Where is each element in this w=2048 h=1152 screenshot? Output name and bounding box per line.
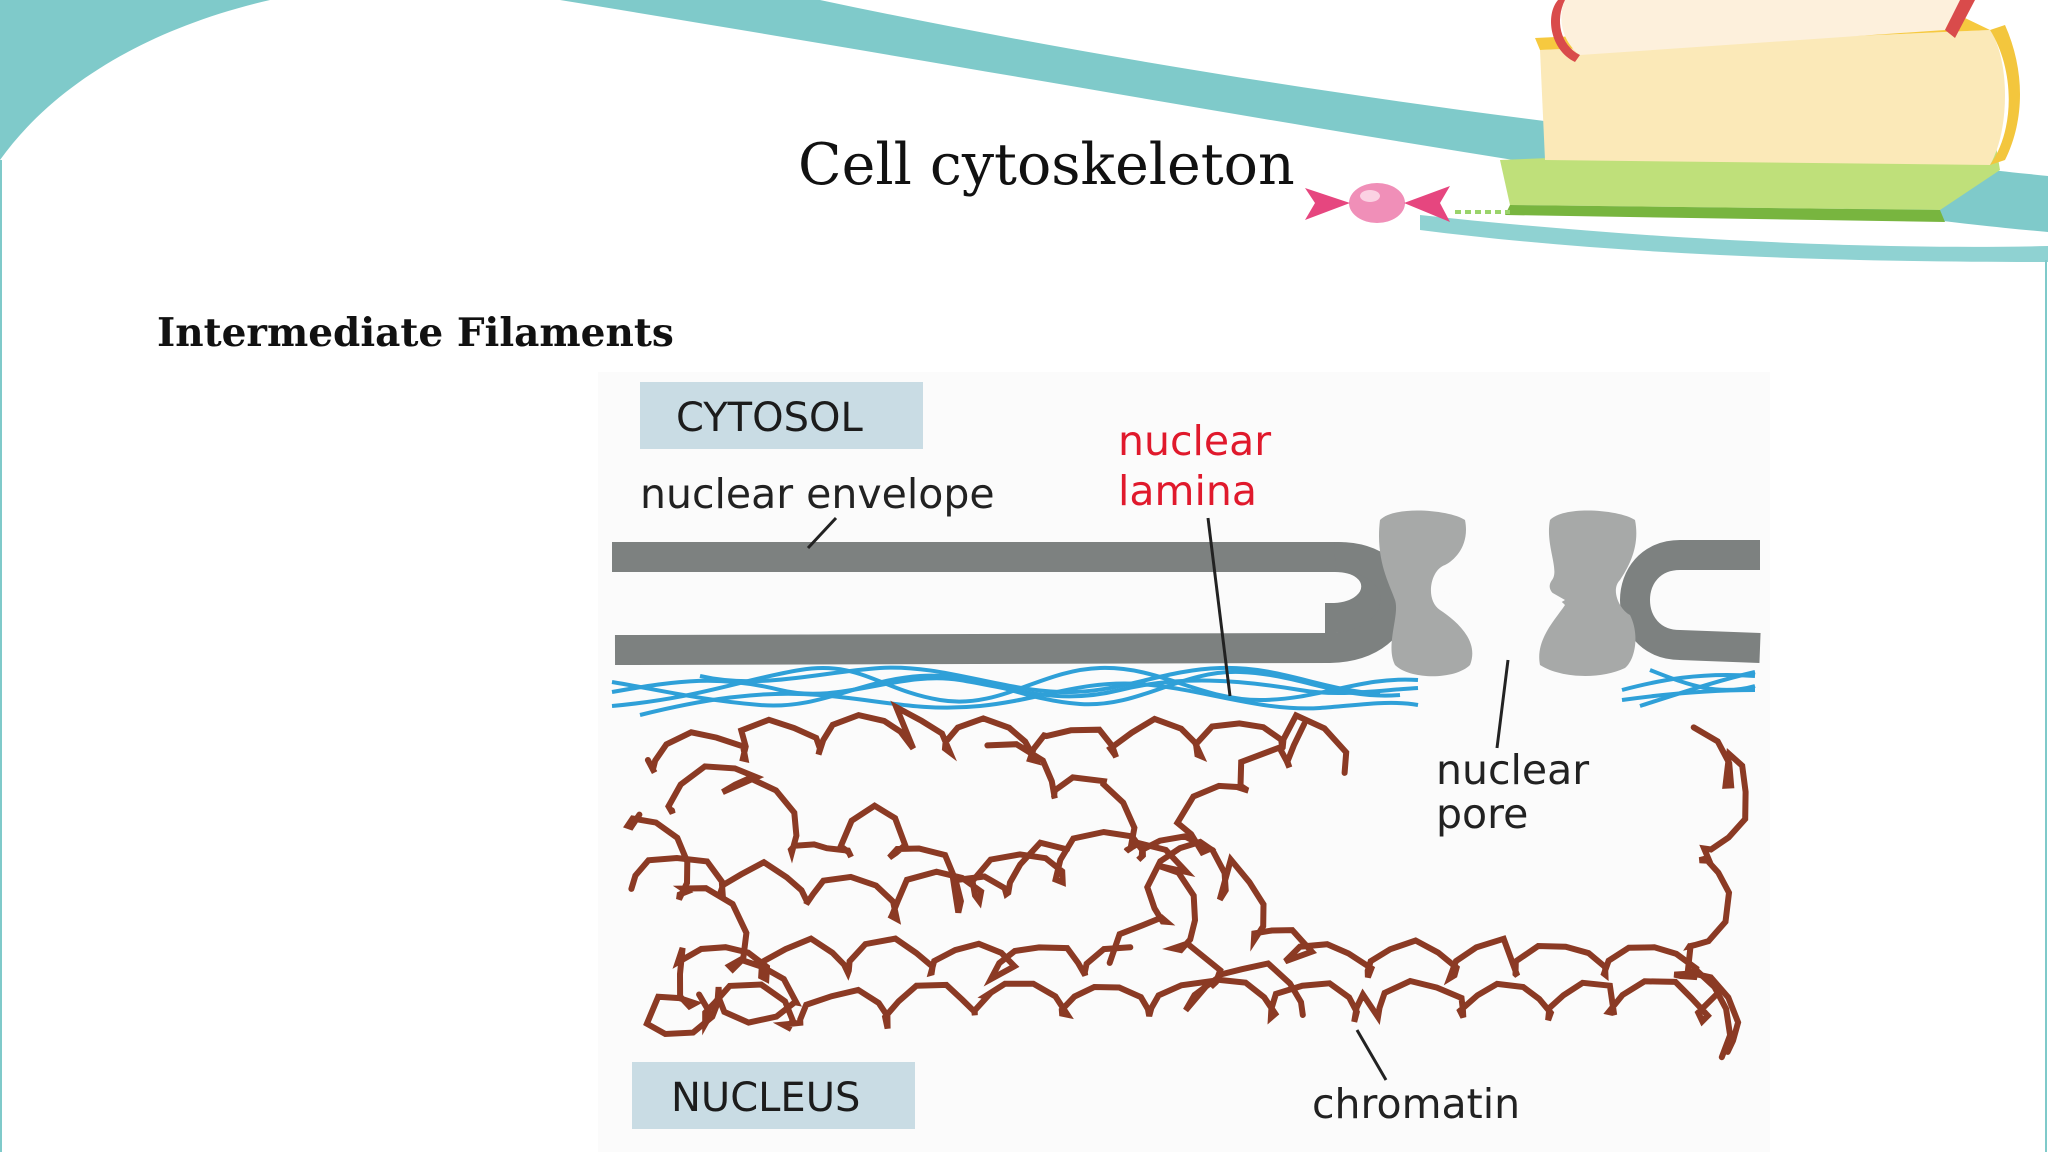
chromatin-strand xyxy=(1683,724,1749,1061)
books-stack-icon xyxy=(1500,0,2020,222)
cytosol-label-box xyxy=(640,382,923,449)
chromatin-strand xyxy=(696,976,1719,1036)
nuclear-lamina-label-line2: lamina xyxy=(1118,467,1257,515)
right-envelope-fold xyxy=(1620,540,1761,663)
nuclear-lamina-label-line1: nuclear xyxy=(1118,417,1271,465)
inner-membrane-line xyxy=(614,541,1411,665)
chromatin-strand xyxy=(1106,721,1308,966)
chromatin-strand xyxy=(644,700,1350,776)
nuclear-envelope xyxy=(612,540,1761,665)
chromatin-label: chromatin xyxy=(1312,1080,1520,1128)
nuclear-lamina-leader xyxy=(1206,517,1232,697)
chromatin xyxy=(623,700,1749,1061)
nuclear-envelope-leader xyxy=(806,516,838,550)
nucleus-label: NUCLEUS xyxy=(671,1075,860,1121)
pore-left-half xyxy=(1378,510,1473,677)
teal-swoosh-left xyxy=(0,0,270,160)
pore-right-half xyxy=(1539,510,1637,676)
chromatin-strand xyxy=(665,763,1071,914)
teal-ribbon-lower xyxy=(1420,215,2048,262)
cytosol-label: CYTOSOL xyxy=(676,395,863,441)
nuclear-pore-leader xyxy=(1495,659,1510,749)
chromatin-strand xyxy=(628,828,1742,1055)
nuclear-lamina xyxy=(611,665,1756,717)
section-heading: Intermediate Filaments xyxy=(157,310,674,356)
nuclear-pore-label-line2: pore xyxy=(1436,790,1528,838)
slide-title: Cell cytoskeleton xyxy=(798,132,1295,198)
chromatin-leader xyxy=(1355,1029,1388,1081)
nuclear-pore-complex xyxy=(1378,510,1637,677)
candy-icon xyxy=(1305,183,1510,223)
nuclear-pore-label-line1: nuclear xyxy=(1436,746,1589,794)
nucleus-label-box xyxy=(632,1062,915,1129)
nuclear-envelope-label: nuclear envelope xyxy=(640,470,995,518)
